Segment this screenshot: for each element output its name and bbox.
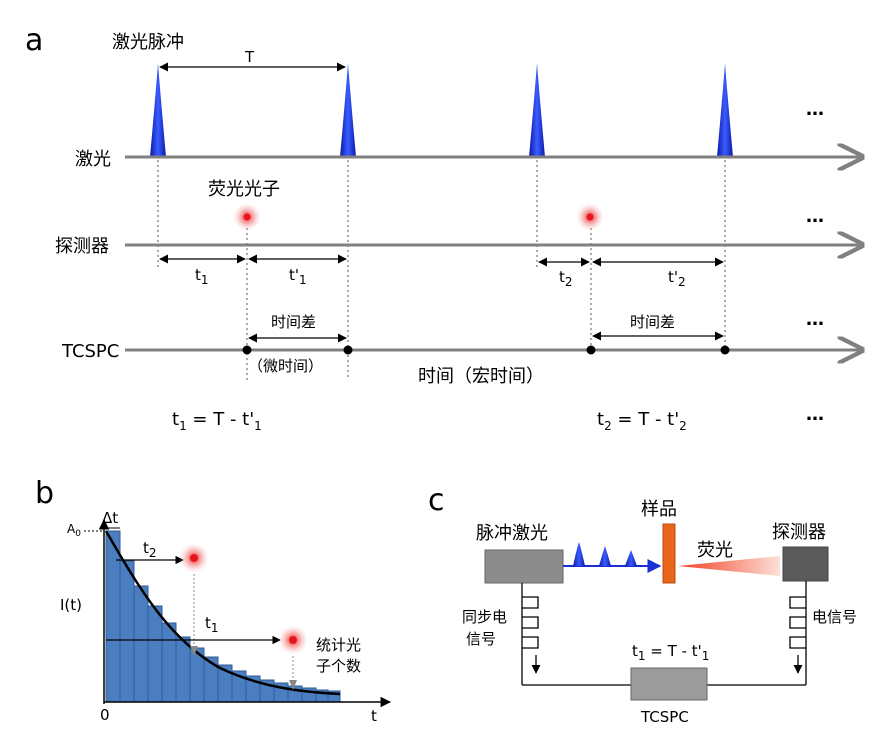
histogram-bar [161,622,177,703]
ellipsis-laser: … [806,99,824,120]
hist-photon-1 [289,636,297,644]
ellipsis-detector: … [806,206,824,227]
laser-axis-label: 激光 [75,149,111,170]
laser-pulse-2 [340,63,356,157]
sync-signal-wire [521,583,631,686]
hist-photon-1-drop-head [289,680,297,690]
ellipsis-equation: … [806,404,824,425]
panel-c: c 样品 脉冲激光 探测器 荧光 同步电 信号 [428,483,857,726]
a0-label: A0 [67,522,81,539]
detector-box [782,546,829,582]
photon-label: 荧光光子 [208,179,280,200]
pulse-laser-box [484,549,564,584]
hist-xlabel: t [371,707,377,725]
laser-pulse-3 [529,63,545,157]
tcspc-equation: t1 = T - t'1 [632,642,709,663]
beam-pulse-2 [599,546,611,566]
beam-pulse-1 [573,542,585,566]
laser-pulse-1 [150,63,166,157]
beam-pulse-3 [625,550,637,566]
dt-label: Δt [102,509,118,527]
hist-t1-label: t1 [205,614,219,635]
macro-time-label: 时间（宏时间） [418,366,544,387]
decay-curve [104,530,341,696]
panel-a-label: a [25,23,43,58]
tcspc-stop-2 [720,345,730,355]
photon-1 [243,213,251,221]
time-diff-label-1: 时间差 [271,313,316,331]
fluorescence-label: 荧光 [697,540,733,561]
detector-axis-label: 探测器 [55,236,109,257]
period-label: T [244,48,255,66]
sample-block [662,523,676,584]
tcspc-box-label: TCSPC [640,708,689,726]
hist-t2-label: t2 [143,539,157,560]
t2prime-label: t'2 [668,268,686,289]
detector-label: 探测器 [772,522,826,543]
tcspc-axis-label: TCSPC [61,341,119,362]
equation-2: t2 = T - t'2 [597,409,687,433]
panel-c-label: c [428,483,445,518]
panel-a: a 激光脉冲 T … 激光 荧光光子 … 探测器 [25,23,862,433]
guide-lines [157,160,726,380]
hist-zero: 0 [100,706,110,724]
histogram-bar [175,636,191,703]
hist-photon-2-drop-head [190,646,198,656]
sync-signal-label-1: 同步电 [462,608,507,626]
histogram-bar [119,560,135,703]
tcspc-start-1 [242,345,252,355]
tcspc-box [630,667,708,701]
micro-time-label: （微时间） [248,357,323,375]
panel-b-label: b [35,476,54,511]
sample-label: 样品 [641,499,677,520]
fluorescence-beam [678,556,780,576]
histogram-bars [105,530,341,703]
tcspc-stop-1 [343,345,353,355]
ellipsis-tcspc: … [806,309,824,330]
photon-2 [586,213,594,221]
pulse-laser-label: 脉冲激光 [476,523,548,544]
time-diff-label-2: 时间差 [630,313,675,331]
histogram-bar [105,530,121,703]
laser-pulse-4 [717,63,733,157]
tcspc-start-2 [586,345,596,355]
laser-pulse-label: 激光脉冲 [112,32,184,53]
panel-b: b A0 Δt I(t) [35,476,392,725]
electric-signal-label: 电信号 [812,608,857,626]
t1prime-label: t'1 [289,266,307,287]
count-label-2: 子个数 [316,657,361,675]
equation-1: t1 = T - t'1 [172,409,262,433]
count-label-1: 统计光 [316,636,361,654]
histogram-bar [147,605,163,703]
hist-photon-2 [190,554,198,562]
t1-label: t1 [195,266,209,287]
histogram-bar [133,585,149,703]
hist-ylabel: I(t) [60,596,82,614]
electric-signal-wire [707,581,807,686]
t2-label: t2 [559,268,573,289]
sync-signal-label-2: 信号 [466,630,496,648]
